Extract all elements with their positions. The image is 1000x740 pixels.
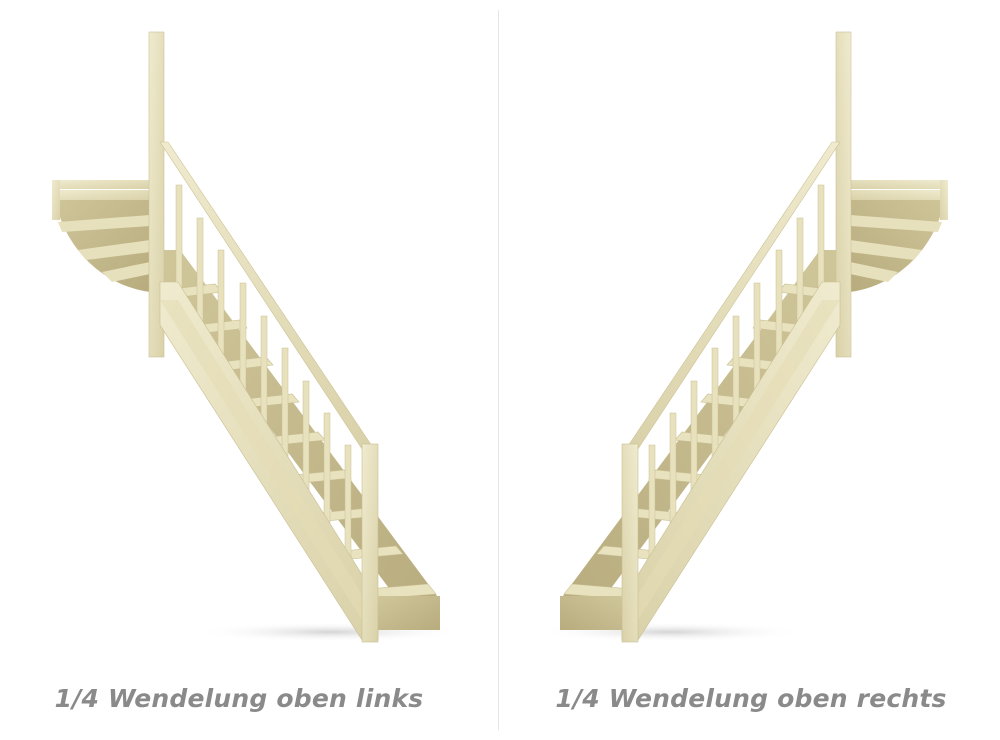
stair-right-image <box>534 31 949 643</box>
left-stair-panel: 1/4 Wendelung oben links <box>0 0 498 740</box>
panel-divider <box>498 10 499 730</box>
stair-left-image <box>51 31 466 643</box>
caption-right: 1/4 Wendelung oben rechts <box>555 684 947 713</box>
caption-left: 1/4 Wendelung oben links <box>54 684 424 713</box>
right-stair-panel: 1/4 Wendelung oben rechts <box>502 0 1000 740</box>
